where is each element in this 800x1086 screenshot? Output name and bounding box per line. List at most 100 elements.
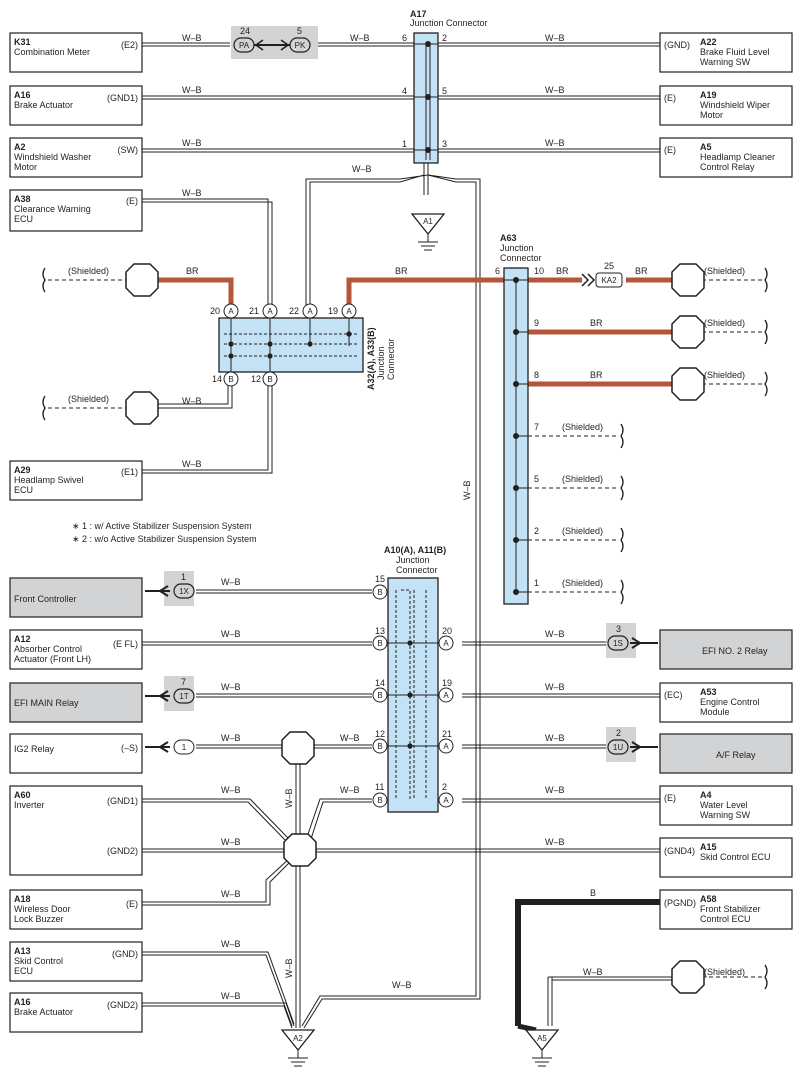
diagram-text: 21 bbox=[249, 306, 259, 316]
diagram-text: Brake Actuator bbox=[14, 1007, 73, 1017]
diagram-text: A bbox=[443, 742, 449, 751]
component-a13: A13 Skid Control ECU (GND) bbox=[9, 941, 143, 982]
wire-b-thick bbox=[515, 899, 660, 1026]
diagram-text: 12 bbox=[375, 729, 385, 739]
component-a19: A19 Windshield Wiper Motor (E) bbox=[659, 85, 793, 126]
wire-label: W–B bbox=[182, 459, 202, 469]
diagram-text: 4 bbox=[402, 86, 407, 96]
wire-label: W–B bbox=[221, 785, 241, 795]
diagram-text: A15 bbox=[700, 842, 717, 852]
diagram-text: A38 bbox=[14, 194, 31, 204]
diagram-text: (E2) bbox=[121, 40, 138, 50]
component-a53: A53 Engine Control Module (EC) bbox=[659, 682, 793, 723]
diagram-text: Junction Connector bbox=[410, 18, 488, 28]
diagram-text: Wireless Door bbox=[14, 904, 71, 914]
diagram-text: A4 bbox=[700, 790, 712, 800]
diagram-text: 1 bbox=[402, 139, 407, 149]
diagram-text: B bbox=[267, 375, 272, 384]
component-a5-relay: A5 Headlamp Cleaner Control Relay (E) bbox=[659, 137, 793, 178]
diagram-text: Control ECU bbox=[700, 914, 751, 924]
diagram-text: 1 bbox=[181, 572, 186, 582]
diagram-text: A bbox=[346, 307, 352, 316]
diagram-text: B bbox=[377, 691, 382, 700]
shielded-label: (Shielded) bbox=[704, 967, 745, 977]
diagram-text: 2 bbox=[442, 782, 447, 792]
shield-braces bbox=[42, 267, 768, 990]
diagram-text: Connector bbox=[396, 565, 438, 575]
diagram-text: 5 bbox=[442, 86, 447, 96]
diagram-text: 25 bbox=[604, 261, 614, 271]
diagram-text: Junction bbox=[500, 243, 534, 253]
wires-br bbox=[157, 277, 672, 387]
inline-connectors: PA PK 24 5 KA2 25 1X 1 1T 7 1 1S 3 bbox=[145, 26, 658, 762]
wire-label: W–B bbox=[221, 939, 241, 949]
label-group bbox=[513, 277, 519, 595]
ground-a5: A5 bbox=[524, 1029, 560, 1067]
shielded-label: (Shielded) bbox=[562, 526, 603, 536]
diagram-text: A60 bbox=[14, 790, 31, 800]
diagram-text: Engine Control bbox=[700, 697, 760, 707]
shielded-label: (Shielded) bbox=[704, 266, 745, 276]
diagram-text: 1T bbox=[179, 692, 188, 701]
diagram-text: Junction bbox=[376, 346, 386, 380]
diagram-text: KA2 bbox=[601, 276, 617, 285]
diagram-text: B bbox=[377, 588, 382, 597]
diagram-text: 11 bbox=[375, 782, 384, 792]
diagram-text: 20 bbox=[442, 626, 452, 636]
diagram-text: Junction bbox=[396, 555, 430, 565]
wire-label: W–B bbox=[182, 138, 202, 148]
diagram-text: Connector bbox=[386, 338, 396, 380]
diagram-text: 1X bbox=[179, 587, 189, 596]
ground-a2: A2 bbox=[280, 1029, 316, 1067]
shielded-label: (Shielded) bbox=[68, 394, 109, 404]
wire-label: W–B bbox=[352, 164, 372, 174]
diagram-text: (GND2) bbox=[107, 1000, 138, 1010]
diagram-text: (E) bbox=[664, 793, 676, 803]
junction-connector-a17: A17 Junction Connector 6 2 4 5 1 3 bbox=[402, 9, 488, 164]
label-group: 6 10 9 8 7 5 2 1 bbox=[495, 266, 544, 588]
diagram-text: ECU bbox=[14, 485, 33, 495]
diagram-text: A16 bbox=[14, 90, 31, 100]
shielded-label: (Shielded) bbox=[562, 474, 603, 484]
diagram-text: A bbox=[443, 796, 449, 805]
diagram-text: Combination Meter bbox=[14, 47, 90, 57]
diagram-text: 1U bbox=[613, 743, 623, 752]
wire-label: W–B bbox=[221, 837, 241, 847]
diagram-text: (E) bbox=[126, 196, 138, 206]
component-a38: A38 Clearance Warning ECU (E) bbox=[9, 189, 143, 232]
wire-color-labels: W–B W–B W–B W–B W–B W–B W–B W–B W–B W–B … bbox=[182, 33, 648, 1001]
diagram-text: 22 bbox=[289, 306, 299, 316]
diagram-text: A bbox=[443, 639, 449, 648]
diagram-text: K31 bbox=[14, 37, 31, 47]
diagram-text: A22 bbox=[700, 37, 717, 47]
wire-label: W–B bbox=[545, 629, 565, 639]
diagram-text: 12 bbox=[251, 374, 261, 384]
shielded-label: (Shielded) bbox=[704, 370, 745, 380]
wire-label: W–B bbox=[340, 785, 360, 795]
diagram-text: PA bbox=[239, 41, 250, 50]
diagram-text: (GND) bbox=[664, 40, 690, 50]
component-a16-top: A16 Brake Actuator (GND1) bbox=[9, 85, 143, 126]
diagram-text: A58 bbox=[700, 894, 717, 904]
diagram-text: (GND2) bbox=[107, 846, 138, 856]
diagram-text: 8 bbox=[534, 370, 539, 380]
diagram-text: A/F Relay bbox=[716, 750, 756, 760]
label-group: B B B B B A A A A bbox=[372, 584, 454, 808]
diagram-text: 10 bbox=[534, 266, 544, 276]
diagram-text: A bbox=[307, 307, 313, 316]
diagram-text: B bbox=[377, 742, 382, 751]
wire-label: W–B bbox=[221, 682, 241, 692]
diagram-text: (GND1) bbox=[107, 796, 138, 806]
diagram-text: Clearance Warning bbox=[14, 204, 91, 214]
wire-label: W–B bbox=[545, 837, 565, 847]
wire-label: B bbox=[590, 888, 596, 898]
diagram-text: (GND) bbox=[112, 949, 138, 959]
components-left: K31 Combination Meter (E2) A16 Brake Act… bbox=[9, 32, 143, 1033]
shielded-label: (Shielded) bbox=[562, 578, 603, 588]
component-ig2-relay: IG2 Relay (–S) bbox=[9, 733, 143, 774]
wire-label: W–B bbox=[182, 188, 202, 198]
diagram-text: A32(A), A33(B) bbox=[366, 327, 376, 390]
component-af-relay: A/F Relay bbox=[659, 733, 793, 774]
diagram-text: A16 bbox=[14, 997, 31, 1007]
